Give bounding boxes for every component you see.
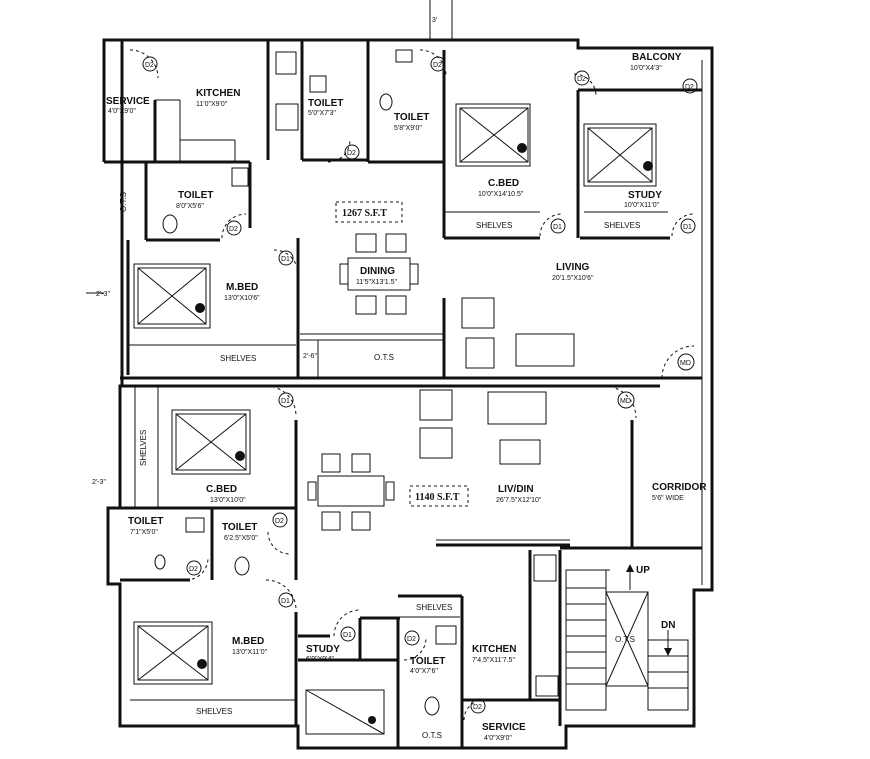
stair-up-label: UP <box>636 565 650 576</box>
room-name: CORRIDOR <box>652 482 707 493</box>
door-swings <box>129 49 695 721</box>
top-dimension: 3' <box>432 17 437 24</box>
room-size: 5'0"X7'3" <box>308 110 336 117</box>
ots-label: O.T.S <box>374 353 394 362</box>
room-size: 26'7.5"X12'10" <box>496 497 542 504</box>
room-size: 13'0"X10'6" <box>224 295 260 302</box>
stair-down-label: DN <box>661 620 675 631</box>
room-name: STUDY <box>628 190 662 201</box>
sofa-set-bottom <box>419 389 547 465</box>
svg-text:D2: D2 <box>189 566 198 573</box>
room-name: KITCHEN <box>472 644 516 655</box>
room-size: 7'1"X5'0" <box>130 529 158 536</box>
dining-table-bottom <box>307 453 395 531</box>
room-size: 7'4.5"X11'7.5" <box>472 657 515 664</box>
room-size: 4'0"X7'6" <box>410 668 438 675</box>
svg-text:D1: D1 <box>553 224 562 231</box>
svg-text:D1: D1 <box>281 256 290 263</box>
study-desk <box>305 689 385 735</box>
bed <box>133 263 211 329</box>
room-name: TOILET <box>410 656 445 667</box>
room-size: 6'9"X9'4" <box>306 656 334 663</box>
room-size: 5'6" WIDE <box>652 495 684 502</box>
room-size: 4'0"X9'0" <box>484 735 512 742</box>
shelves-label: SHELVES <box>416 603 452 612</box>
area-callout: 1140 S.F.T <box>415 492 460 503</box>
room-name: BALCONY <box>632 52 682 63</box>
svg-text:D2: D2 <box>347 150 356 157</box>
left-dimension: 2'-3" <box>92 479 106 486</box>
door-tags: D2 D2 D2 D2 D2 D2 D1 D1 D1 MD MD D1 D2 D… <box>142 56 698 714</box>
room-name: M.BED <box>226 282 258 293</box>
ots-gap-dimension: 2'-6" <box>303 353 317 360</box>
bed <box>583 123 657 187</box>
room-name: TOILET <box>222 522 257 533</box>
dining-table-top <box>339 233 419 315</box>
room-labels: SERVICE 4'0"X9'0" KITCHEN 11'0"X9'0" TOI… <box>106 52 707 742</box>
sofa-set-top <box>461 297 575 369</box>
svg-text:D2: D2 <box>577 76 586 83</box>
ots-stair-label: O.T.S <box>615 635 635 644</box>
room-name: C.BED <box>488 178 519 189</box>
room-size: 13'0"X11'0" <box>232 649 268 656</box>
shelves-label: SHELVES <box>220 354 256 363</box>
svg-text:MD: MD <box>680 360 691 367</box>
shelves-label: SHELVES <box>196 707 232 716</box>
room-size: 13'0"X10'0" <box>210 497 246 504</box>
shelves-label: SHELVES <box>476 221 512 230</box>
room-name: TOILET <box>394 112 429 123</box>
room-name: SERVICE <box>106 96 150 107</box>
svg-text:D1: D1 <box>343 632 352 639</box>
shelves-label: SHELVES <box>604 221 640 230</box>
room-name: SERVICE <box>482 722 526 733</box>
svg-text:D2: D2 <box>473 704 482 711</box>
interior-walls <box>104 40 702 748</box>
room-size: 10'0"X4'3" <box>630 65 662 72</box>
room-name: LIV/DIN <box>498 484 534 495</box>
svg-text:D1: D1 <box>281 398 290 405</box>
svg-text:D2: D2 <box>407 636 416 643</box>
room-name: TOILET <box>308 98 343 109</box>
svg-text:D1: D1 <box>683 224 692 231</box>
shelves-label: SHELVES <box>139 430 148 466</box>
room-name: TOILET <box>128 516 163 527</box>
svg-text:D2: D2 <box>229 226 238 233</box>
svg-text:D2: D2 <box>275 518 284 525</box>
svg-text:D2: D2 <box>145 62 154 69</box>
room-size: 4'0"X9'0" <box>108 108 136 115</box>
bed <box>455 103 531 167</box>
bed <box>171 409 251 475</box>
room-size: 11'5"X13'1.5" <box>356 279 398 286</box>
room-name: LIVING <box>556 262 590 273</box>
room-name: C.BED <box>206 484 237 495</box>
area-callout: 1267 S.F.T <box>342 208 387 219</box>
room-size: 5'8"X9'0" <box>394 125 422 132</box>
room-size: 10'0"X11'0" <box>624 202 660 209</box>
room-size: 11'0"X9'0" <box>196 101 228 108</box>
room-name: STUDY <box>306 644 340 655</box>
svg-text:D2: D2 <box>685 84 694 91</box>
room-size: 8'0"X5'6" <box>176 203 204 210</box>
svg-text:D2: D2 <box>433 62 442 69</box>
left-dimension: 2'-3" <box>96 291 110 298</box>
room-size: 6'2.5"X5'0" <box>224 535 258 542</box>
svg-text:MD: MD <box>620 398 631 405</box>
staircase <box>565 564 689 711</box>
ots-label: O.T.S <box>422 731 442 740</box>
room-size: 10'0"X14'10.5" <box>478 191 524 198</box>
room-name: DINING <box>360 266 395 277</box>
svg-text:D1: D1 <box>281 598 290 605</box>
room-name: TOILET <box>178 190 213 201</box>
wc-fixtures <box>154 49 559 716</box>
room-name: KITCHEN <box>196 88 240 99</box>
ots-label: O.T.S <box>119 192 128 212</box>
room-name: M.BED <box>232 636 264 647</box>
room-size: 20'1.5"X10'6" <box>552 275 594 282</box>
bed <box>133 621 213 685</box>
